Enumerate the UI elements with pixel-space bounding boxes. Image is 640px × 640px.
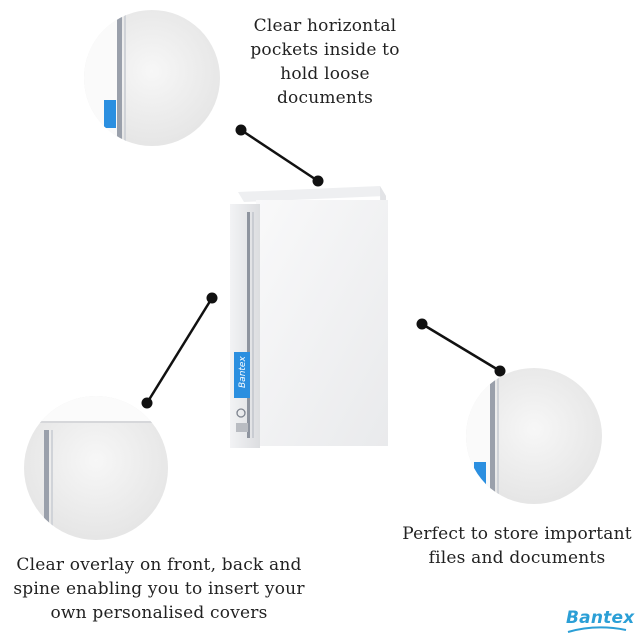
- connector-top-dot-start: [235, 124, 247, 136]
- ring-binder: Bantex: [230, 186, 388, 448]
- zoom-circle-pockets: [84, 10, 220, 146]
- logo-swoosh-icon: [567, 626, 627, 633]
- connector-left-dot-start: [206, 292, 218, 304]
- binder-finger-hole-icon: [236, 408, 246, 418]
- caption-pockets: Clear horizontal pockets inside to hold …: [250, 16, 400, 108]
- caption-overlay: Clear overlay on front, back and spine e…: [13, 555, 305, 623]
- connector-right-dot-end: [494, 365, 506, 377]
- connector-right-dot-start: [416, 318, 428, 330]
- connector-top: [235, 124, 324, 187]
- spine-label-icon: [474, 462, 486, 492]
- connector-top-dot-end: [312, 175, 324, 187]
- spine-label-icon: [104, 100, 116, 128]
- binder-spine-brand: Bantex: [238, 356, 248, 388]
- connector-right: [416, 318, 506, 377]
- binder-front-cover: [256, 200, 388, 446]
- zoom-circle-storage: [466, 368, 602, 504]
- connector-left: [141, 292, 218, 409]
- barcode-icon: [236, 423, 248, 432]
- bantex-logo-text: Bantex: [566, 608, 635, 628]
- connector-left-dot-end: [141, 397, 153, 409]
- caption-storage: Perfect to store important files and doc…: [402, 524, 632, 568]
- binder-spine: [230, 204, 260, 448]
- bantex-logo: Bantex: [566, 608, 636, 634]
- zoom-circle-overlay: [24, 396, 168, 540]
- binder-spine-label: [234, 352, 250, 398]
